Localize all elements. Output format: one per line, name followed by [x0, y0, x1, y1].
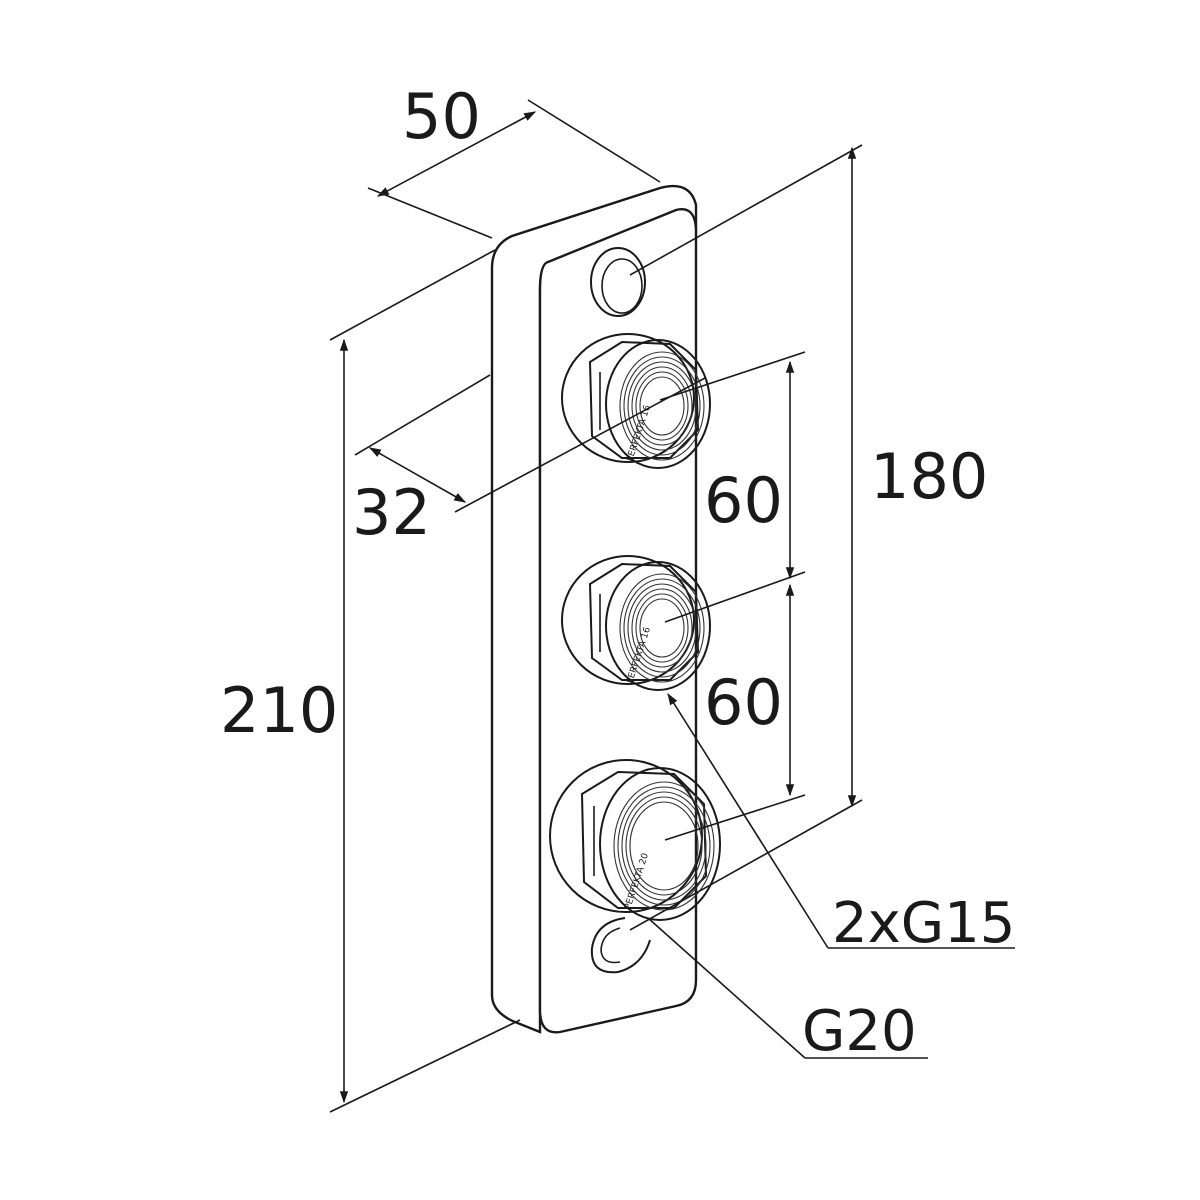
dimension-inlet-offset: 32: [352, 374, 706, 549]
dimension-total-height-label: 210: [220, 674, 338, 747]
dimension-port-spacing: 60 60: [659, 351, 806, 841]
dimension-spacing-lower-label: 60: [704, 666, 783, 739]
dimension-width: 50: [367, 80, 661, 239]
dimension-inlet-offset-label: 32: [352, 476, 431, 549]
callout-large-port: G20: [647, 917, 928, 1064]
plate-top-edge: [511, 187, 661, 237]
bottom-mounting-slot: [590, 917, 651, 974]
dimension-total-height: 210: [220, 249, 521, 1113]
dimension-width-label: 50: [402, 80, 481, 153]
dimension-mounting-span: 180: [629, 144, 988, 931]
dimension-mounting-span-label: 180: [870, 440, 988, 513]
dimension-spacing-upper-label: 60: [704, 464, 783, 537]
callout-small-ports-label: 2xG15: [832, 891, 1015, 956]
plate-front-face: [538, 208, 698, 1034]
top-mounting-hole: [590, 247, 646, 317]
callout-small-ports: 2xG15: [667, 692, 1015, 956]
callout-large-port-label: G20: [802, 999, 917, 1064]
mounting-plate: [490, 184, 698, 1034]
